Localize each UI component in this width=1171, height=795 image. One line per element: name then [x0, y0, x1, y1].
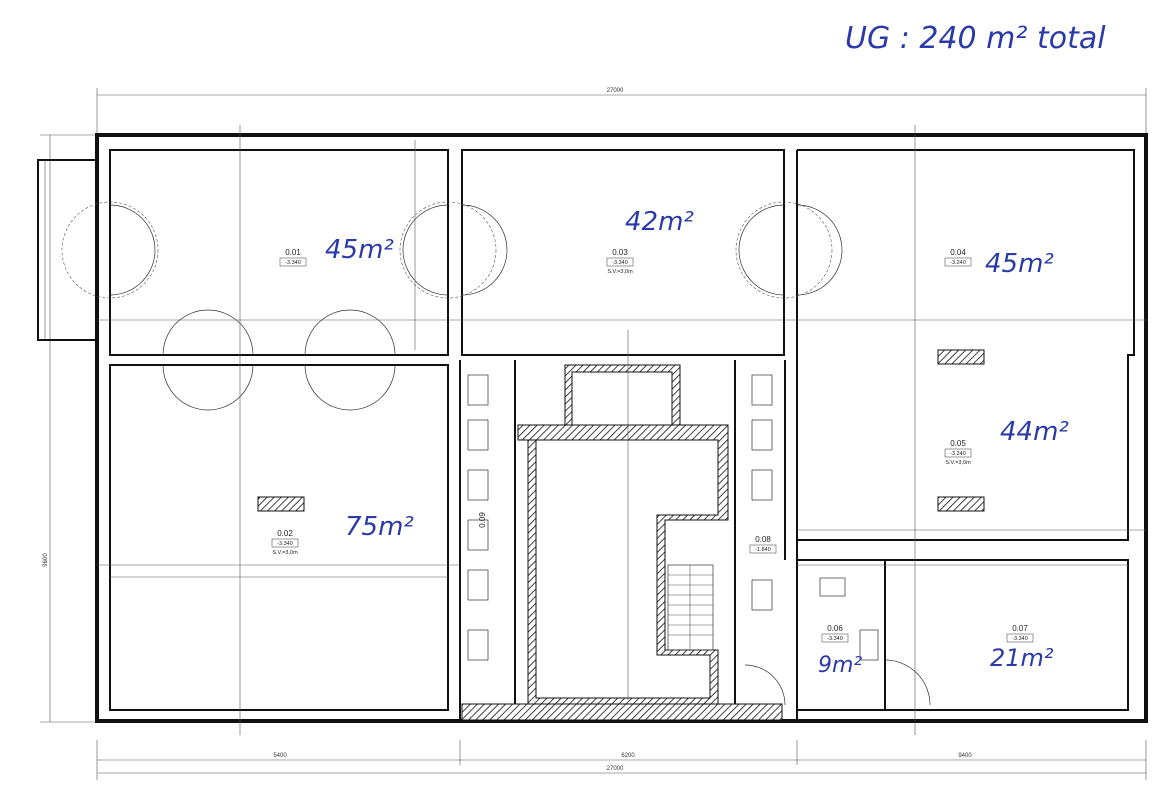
area-0-06: 9m² [818, 653, 862, 678]
room-0-02-label: 0.02 -3.340 S.V.=3,0m [271, 529, 299, 556]
area-0-07: 21m² [990, 644, 1054, 672]
dimension-bottom: 5400 6200 9400 27000 [96, 740, 1147, 780]
dim-left-vertical: 9600 [43, 553, 49, 567]
area-0-01: 45m² [325, 235, 394, 265]
dim-bottom-left: 5400 [273, 753, 287, 759]
corridor-shafts [467, 374, 879, 661]
doors [109, 204, 931, 706]
room-level: -3.340 [285, 260, 301, 266]
dim-overall-bottom: 27000 [607, 766, 624, 772]
room-number: 0.06 [827, 624, 843, 633]
area-0-03: 42m² [625, 207, 694, 237]
entrance-wall [37, 159, 97, 341]
grid-lines [97, 125, 1146, 735]
room-number: 0.02 [277, 529, 293, 538]
room-number: 0.04 [950, 248, 966, 257]
room-wall-0-03 [461, 149, 785, 356]
dimension-left: 9600 [40, 134, 96, 723]
room-0-07-label: 0.07 -3.340 [1006, 624, 1034, 643]
room-number: 0.09 [478, 512, 487, 528]
area-0-04: 45m² [985, 249, 1054, 279]
room-level: -3.240 [950, 260, 966, 266]
bottom-wall-band [461, 703, 783, 721]
room-0-05-label: 0.05 -3.240 S.V.=3,0m [944, 439, 972, 466]
room-wall-0-04-0-05 [797, 149, 1135, 541]
room-level: -3.240 [950, 451, 966, 457]
room-height: S.V.=3,0m [272, 550, 298, 556]
room-level: -1.840 [755, 547, 771, 553]
stair [667, 564, 714, 651]
room-number: 0.08 [755, 535, 771, 544]
room-level: -3.340 [612, 260, 628, 266]
room-number: 0.03 [612, 248, 628, 257]
column [937, 496, 985, 512]
area-0-05: 44m² [1000, 417, 1069, 447]
door-swing-guides [61, 201, 833, 299]
room-wall-0-06-0-07 [797, 559, 1129, 711]
outer-wall [95, 133, 1148, 723]
column [937, 349, 985, 365]
total-area-note: UG : 240 m² total [845, 21, 1106, 56]
room-0-06-label: 0.06 -3.340 [821, 624, 849, 643]
column [257, 496, 305, 512]
room-wall-0-02 [109, 364, 449, 711]
room-level: -3.340 [1012, 636, 1028, 642]
room-wall-0-01 [109, 149, 449, 356]
room-level: -3.340 [277, 541, 293, 547]
room-number: 0.07 [1012, 624, 1028, 633]
room-height: S.V.=3,0m [945, 460, 971, 466]
room-0-08-label: 0.08 -1.840 [749, 535, 777, 554]
dim-bottom-right: 9400 [958, 753, 972, 759]
room-0-09-label: 0.09 [478, 512, 487, 528]
area-0-02: 75m² [345, 512, 414, 542]
room-number: 0.05 [950, 439, 966, 448]
dim-bottom-mid: 6200 [621, 753, 635, 759]
room-number: 0.01 [285, 248, 301, 257]
dim-overall-top: 27000 [607, 88, 624, 94]
room-height: S.V.=3,0m [607, 269, 633, 275]
room-0-03-label: 0.03 -3.340 S.V.=3,0m [606, 248, 634, 275]
dimension-top: 27000 [96, 88, 1147, 135]
room-0-04-label: 0.04 -3.240 [944, 248, 972, 267]
room-level: -3.340 [827, 636, 843, 642]
room-0-01-label: 0.01 -3.340 [279, 248, 307, 267]
